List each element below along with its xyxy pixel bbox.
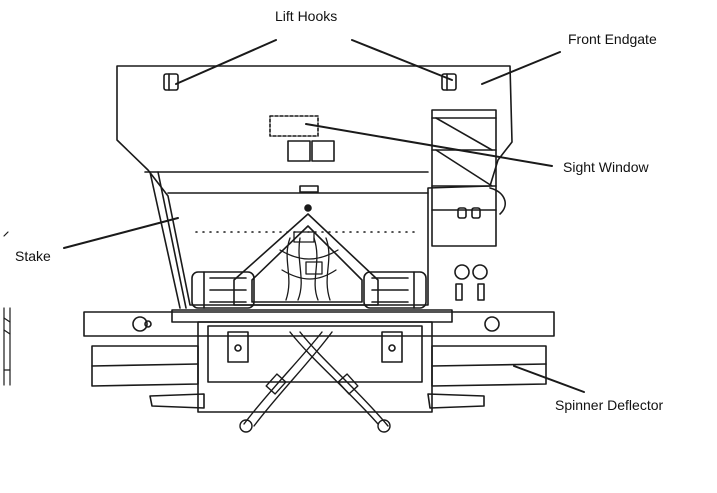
spinner-deflector-right <box>427 345 547 409</box>
leader-stake <box>63 217 179 249</box>
lower-brackets <box>227 331 403 363</box>
spinner-motor-right <box>363 271 427 309</box>
lift-hook-left <box>163 73 179 91</box>
sight-window <box>269 115 335 162</box>
leader-spinner-deflector <box>513 365 585 393</box>
label-front-endgate: Front Endgate <box>568 31 657 47</box>
label-spinner-deflector: Spinner Deflector <box>555 397 664 413</box>
edge-fragment <box>3 231 11 386</box>
spinner-motor-left <box>191 271 255 309</box>
label-lift-hooks: Lift Hooks <box>275 8 338 24</box>
lift-hook-right <box>441 73 457 91</box>
leader-lift-hooks-left <box>175 39 277 85</box>
lower-hoses <box>239 331 391 433</box>
center-hoses <box>279 231 339 301</box>
leader-sight-window <box>305 123 553 167</box>
label-stake: Stake <box>15 248 51 264</box>
leader-lines <box>63 39 585 393</box>
label-sight-window: Sight Window <box>563 159 649 175</box>
hopper-body <box>116 65 513 309</box>
leader-lift-hooks-right <box>351 39 453 81</box>
front-endgate-ladder <box>431 109 506 301</box>
leader-front-endgate <box>481 51 561 85</box>
spinner-deflector-left <box>91 345 205 409</box>
